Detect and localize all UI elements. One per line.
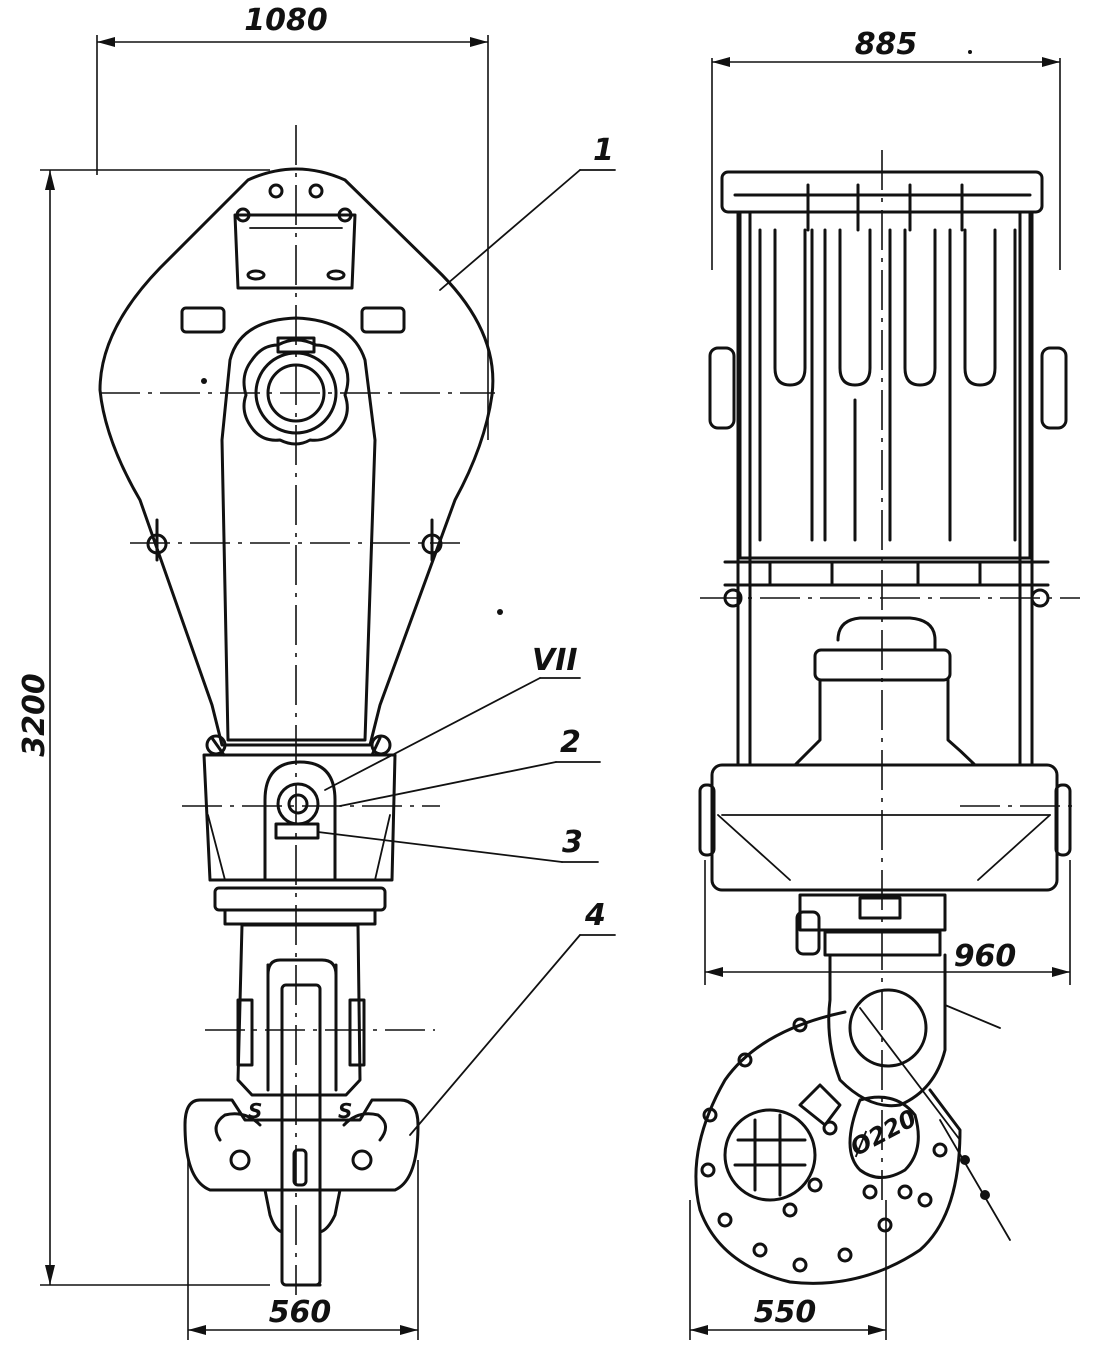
side-traverse <box>698 763 1072 892</box>
dim-side-body-label: 960 <box>954 939 1017 974</box>
dim-front-bottom: 560 <box>187 1160 419 1340</box>
lugs <box>146 378 503 615</box>
hook-shank <box>236 923 366 1097</box>
bearing-bell <box>793 616 977 767</box>
dim-side-width: 885 <box>711 27 1061 270</box>
dim-side-body: 960 <box>704 860 1071 985</box>
front-view: 1080 3200 <box>17 3 616 1340</box>
thrust-ring <box>213 886 387 912</box>
hub <box>242 336 350 446</box>
dim-front-height-label: 3200 <box>17 673 52 757</box>
thrust-ring-lower <box>223 908 377 926</box>
top-plate <box>233 183 357 290</box>
callout-vii: VII <box>532 643 578 678</box>
inner-frame <box>220 316 377 742</box>
side-view: 885 <box>689 27 1080 1340</box>
window-right <box>360 306 406 334</box>
svg-text:S: S <box>338 1099 352 1123</box>
window-left <box>180 306 226 334</box>
callout-2: 2 <box>560 725 581 760</box>
callout-1: 1 <box>593 133 614 168</box>
dim-side-width-label: 885 <box>855 27 918 62</box>
dim-side-flange-label: 550 <box>754 1295 817 1330</box>
callout-4: 4 <box>584 898 606 933</box>
dim-front-bottom-label: 560 <box>269 1295 332 1330</box>
hook-body: S S <box>183 983 420 1287</box>
dim-front-height: 3200 <box>17 169 270 1286</box>
flange-plate: Ø220 <box>694 50 1011 1285</box>
side-nut <box>795 893 947 957</box>
traverse-housing <box>202 734 397 882</box>
callouts-front: 1 VII 2 3 4 <box>317 133 616 1136</box>
svg-text:S: S <box>248 1099 262 1123</box>
dim-side-flange: 550 <box>689 1200 887 1340</box>
sheave-guard-outline <box>98 167 495 747</box>
dim-front-width-label: 1080 <box>244 3 328 38</box>
callout-3: 3 <box>562 825 583 860</box>
dim-front-width: 1080 <box>96 3 489 440</box>
sheave-block <box>708 170 1068 767</box>
